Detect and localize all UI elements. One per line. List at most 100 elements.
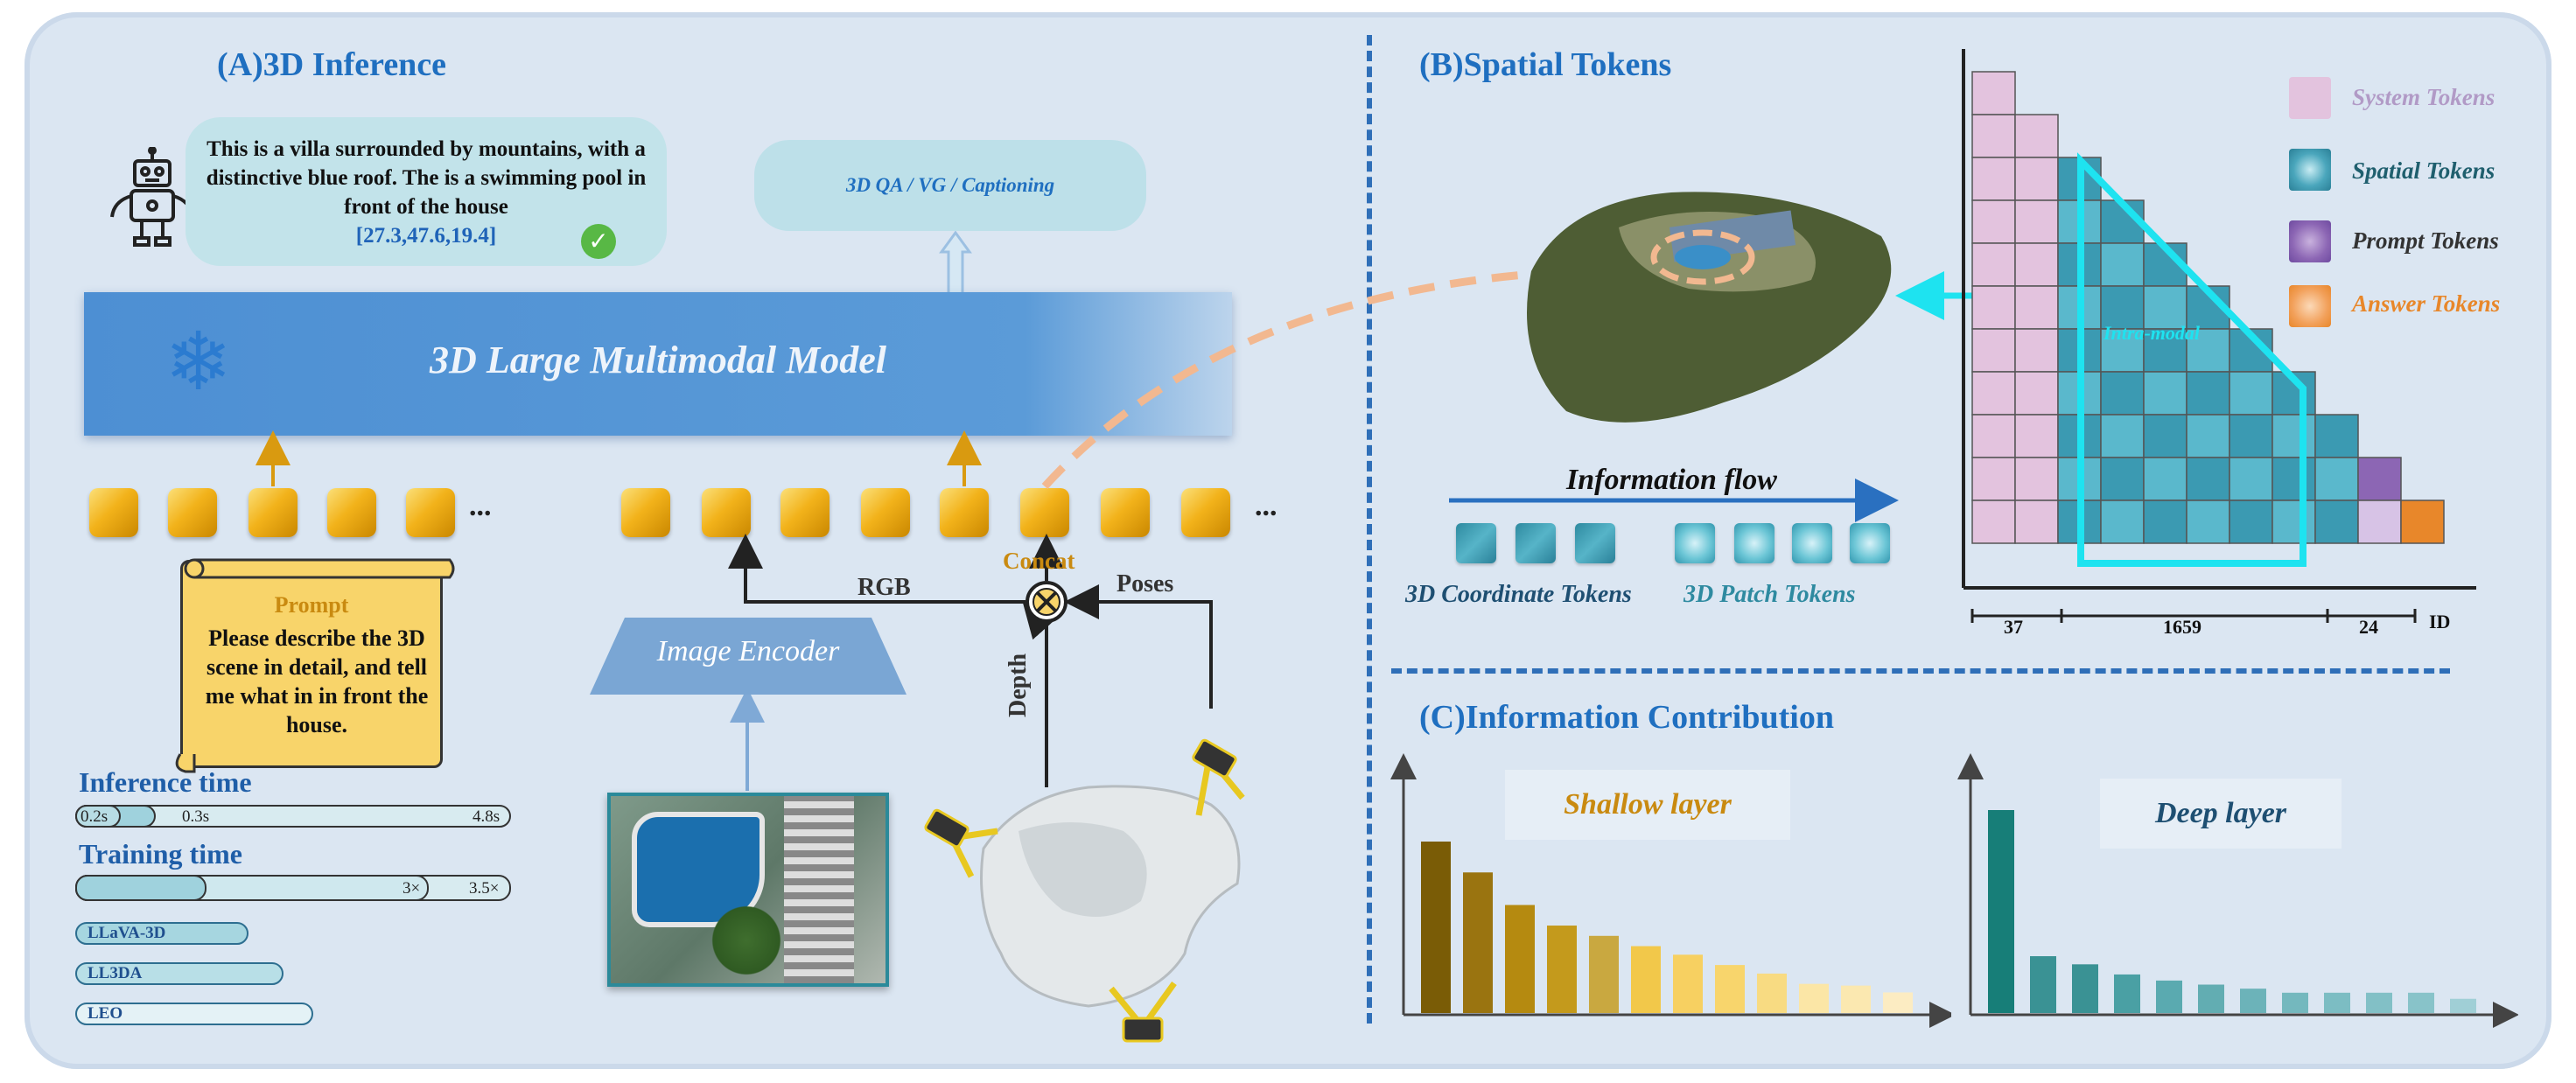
robot-icon xyxy=(110,147,194,247)
bar-mark xyxy=(2072,964,2098,1013)
camera-icon xyxy=(1192,738,1237,779)
mask-cell xyxy=(2014,242,2059,287)
bar-mark xyxy=(1673,954,1703,1013)
patch-token xyxy=(1850,523,1890,563)
rgb-label: RGB xyxy=(858,574,911,601)
mask-cell xyxy=(2229,500,2273,544)
lmm-label: 3D Large Multimodal Model xyxy=(430,339,886,381)
camera-icon xyxy=(924,808,970,849)
bar-mark xyxy=(2324,992,2350,1013)
model-bar-ll3da: LL3DA xyxy=(75,962,284,985)
response-bubble: This is a villa surrounded by mountains,… xyxy=(186,117,667,266)
mask-cell xyxy=(1971,285,2016,330)
mask-cell xyxy=(2100,285,2145,330)
legend-system: System Tokens xyxy=(2352,84,2496,110)
inference-tick: 4.8s xyxy=(472,807,500,826)
mask-cell xyxy=(2014,114,2059,158)
inference-tick: 0.2s xyxy=(80,807,108,826)
mask-cell xyxy=(2229,414,2273,458)
mask-cell xyxy=(2014,285,2059,330)
vertical-divider xyxy=(1367,35,1372,1024)
lmm-block: 3D Large Multimodal Model xyxy=(84,292,1232,436)
mask-cell xyxy=(2100,242,2145,287)
patch-token xyxy=(1675,523,1715,563)
bar-mark xyxy=(2366,992,2392,1013)
stairs-shape xyxy=(784,796,854,983)
legend-swatch-spatial xyxy=(2289,149,2331,191)
id-tick: 37 xyxy=(2004,616,2023,638)
id-axis-label: ID xyxy=(2429,611,2451,632)
mask-cell xyxy=(2014,457,2059,501)
inference-fill-short xyxy=(75,805,121,828)
mask-cell xyxy=(2143,500,2188,544)
response-text: This is a villa surrounded by mountains,… xyxy=(206,137,647,219)
palm-shape xyxy=(707,901,786,980)
mask-cell xyxy=(2400,500,2445,544)
text-token xyxy=(248,488,298,537)
intra-modal-label: Intra-modal xyxy=(2104,322,2201,344)
bar-mark xyxy=(2282,992,2308,1013)
prompt-title: Prompt xyxy=(274,592,349,618)
section-a-title: (A)3D Inference xyxy=(217,46,447,83)
bar-mark xyxy=(2450,998,2476,1013)
mask-cell xyxy=(2143,457,2188,501)
mask-cell xyxy=(2186,500,2230,544)
attention-mask xyxy=(1962,49,2476,623)
image-encoder-block xyxy=(590,618,906,695)
mask-cell xyxy=(2272,457,2316,501)
bar-mark xyxy=(1715,965,1745,1013)
rgb-image xyxy=(607,793,889,987)
scroll-curl xyxy=(175,558,455,773)
shallow-layer-title: Shallow layer xyxy=(1505,770,1790,840)
horizontal-divider xyxy=(1391,668,2450,674)
mask-cell xyxy=(1971,242,2016,287)
mask-cell xyxy=(2272,500,2316,544)
bar-mark xyxy=(1505,905,1535,1013)
mask-cell xyxy=(1971,414,2016,458)
mask-cell xyxy=(2357,457,2402,501)
mask-cell xyxy=(1971,199,2016,244)
check-icon: ✓ xyxy=(581,224,616,259)
patch-tokens-caption: 3D Patch Tokens xyxy=(1684,581,1856,608)
prompt-scroll: Prompt Please describe the 3D scene in d… xyxy=(180,560,443,768)
ellipsis: ... xyxy=(1255,490,1278,522)
bar-mark xyxy=(2114,974,2140,1013)
inference-tick: 0.3s xyxy=(182,807,210,826)
mask-cell xyxy=(2100,500,2145,544)
id-tick: 1659 xyxy=(2163,616,2202,638)
patch-token xyxy=(1734,523,1774,563)
deep-layer-title: Deep layer xyxy=(2100,779,2342,849)
text-token xyxy=(327,488,376,537)
mask-cell xyxy=(2143,414,2188,458)
mask-cell xyxy=(2229,371,2273,416)
bar-mark xyxy=(2156,980,2182,1013)
coordinate-token xyxy=(1516,523,1556,563)
up-arrow-icon xyxy=(939,231,972,294)
mask-cell xyxy=(2186,414,2230,458)
section-c-title: (C)Information Contribution xyxy=(1419,699,1834,736)
spatial-token xyxy=(1181,488,1230,537)
spatial-token xyxy=(1101,488,1150,537)
deep-chart xyxy=(1957,753,2518,1028)
bar-mark xyxy=(1463,872,1493,1013)
point-cloud xyxy=(980,785,1241,1008)
bar-mark xyxy=(2408,992,2434,1013)
mask-cell xyxy=(1971,71,2016,115)
mask-cell xyxy=(2014,199,2059,244)
mask-cell xyxy=(2186,371,2230,416)
bar-mark xyxy=(1841,985,1871,1013)
mask-cell xyxy=(2186,328,2230,373)
spatial-token xyxy=(940,488,989,537)
bar-mark xyxy=(1547,926,1577,1013)
training-tick: 3× xyxy=(402,879,421,898)
bar-mark xyxy=(1631,946,1661,1013)
mask-cell xyxy=(1971,114,2016,158)
tasks-box: 3D QA / VG / Captioning xyxy=(754,140,1146,231)
mask-cell xyxy=(2014,500,2059,544)
legend-prompt: Prompt Tokens xyxy=(2352,227,2499,254)
text-token xyxy=(89,488,138,537)
bar-mark xyxy=(1757,973,1787,1013)
inference-time-bar: 0.2s 0.3s 4.8s xyxy=(75,805,511,828)
shallow-chart xyxy=(1390,753,1951,1028)
